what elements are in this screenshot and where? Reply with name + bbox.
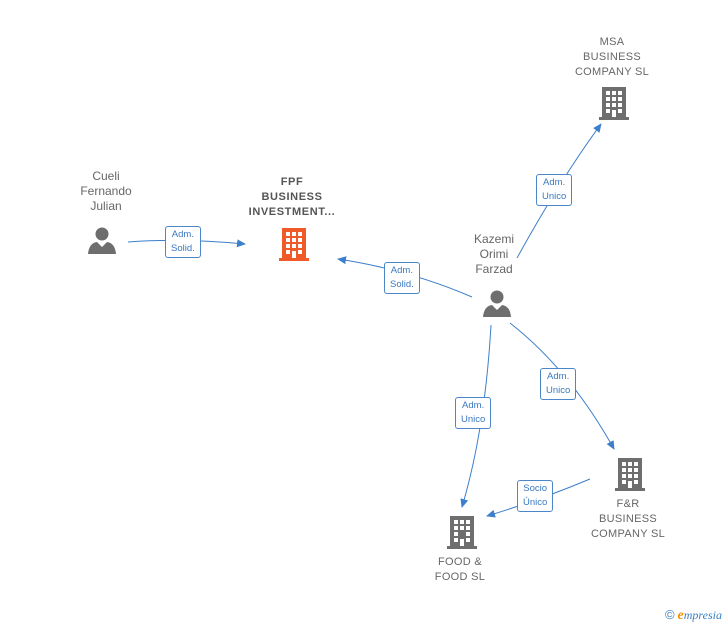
node-label-msa[interactable]: MSA BUSINESS COMPANY SL [574, 36, 650, 78]
person-icon[interactable] [481, 288, 513, 318]
edge-label-kazemi-food: Adm. Unico [455, 397, 492, 429]
brand-initial: e [677, 608, 684, 623]
node-label-fpf[interactable]: FPF BUSINESS INVESTMENT... [248, 176, 336, 218]
node-label-kazemi[interactable]: Kazemi Orimi Farzad [473, 232, 514, 276]
building-icon[interactable] [278, 226, 310, 262]
copyright-icon: © [664, 607, 675, 622]
edge-label-fr-food: Socio Único [517, 480, 554, 512]
edge-label-kazemi-msa: Adm. Unico [536, 174, 573, 206]
edge-label-cueli-fpf: Adm. Solid. [165, 226, 201, 258]
building-icon[interactable] [446, 514, 478, 550]
node-label-food[interactable]: FOOD & FOOD SL [434, 556, 486, 583]
node-label-fr[interactable]: F&R BUSINESS COMPANY SL [590, 498, 666, 540]
brand-name: mpresia [683, 608, 722, 622]
building-icon[interactable] [598, 85, 630, 121]
edge-label-kazemi-fr: Adm. Unico [540, 368, 577, 400]
person-icon[interactable] [86, 225, 118, 255]
building-icon[interactable] [614, 456, 646, 492]
node-label-cueli[interactable]: Cueli Fernando Julian [80, 169, 132, 213]
brand-logo: © empresia [665, 607, 722, 624]
edge-label-kazemi-fpf: Adm. Solid. [384, 262, 420, 294]
